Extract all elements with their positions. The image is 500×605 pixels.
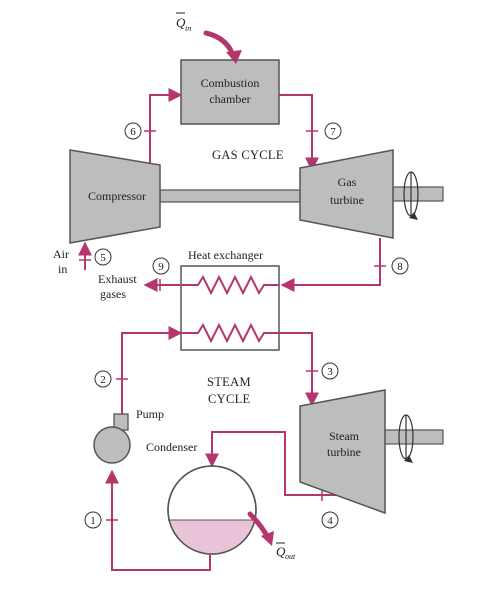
air-label-line1: Air	[53, 247, 69, 261]
heat-arrow-head	[226, 50, 242, 64]
svg-text:3: 3	[327, 366, 333, 378]
pipe-2	[121, 326, 183, 415]
steam-cycle-label-line2: CYCLE	[208, 392, 251, 406]
air-label-line2: in	[58, 262, 67, 276]
svg-text:2: 2	[100, 374, 106, 386]
steam-shaft-rotation-icon	[398, 414, 414, 463]
heat-out-arrow-head	[261, 531, 274, 546]
state-point-7: 7	[324, 122, 342, 140]
state-point-4: 4	[321, 511, 339, 529]
svg-text:9: 9	[158, 261, 164, 273]
heat-exchanger-label: Heat exchanger	[188, 248, 263, 262]
state-point-6: 6	[124, 122, 142, 140]
svg-text:7: 7	[330, 126, 336, 138]
svg-text:6: 6	[130, 126, 136, 138]
combustion-label-line2: chamber	[209, 92, 250, 106]
state-point-9: 9	[152, 257, 170, 275]
pipe-7	[279, 94, 319, 172]
pipe-8	[280, 238, 381, 292]
q-in-subscript: in	[185, 24, 191, 33]
steam-turbine	[299, 389, 386, 515]
q-in-label: Q in	[176, 12, 191, 33]
state-point-1: 1	[84, 511, 102, 529]
state-points: 6 7 5 9 8 2 3 4	[84, 122, 409, 529]
q-in-symbol: Q	[176, 15, 186, 30]
gas-turbine-label-line1: Gas	[338, 175, 357, 189]
gas-turbine	[299, 149, 394, 239]
steam-cycle-label-line1: STEAM	[207, 375, 251, 389]
compressor-label: Compressor	[88, 189, 146, 203]
shaft-rotation-icon	[403, 171, 419, 220]
svg-text:1: 1	[90, 515, 96, 527]
compressor	[69, 149, 161, 244]
pipe-3	[279, 332, 319, 407]
pump	[93, 426, 131, 464]
heat-exchanger	[180, 265, 280, 351]
resistor-coil-icon	[181, 274, 279, 296]
pipe-6	[149, 88, 183, 165]
svg-text:5: 5	[100, 252, 106, 264]
steam-turbine-label-line2: turbine	[327, 445, 361, 459]
svg-text:4: 4	[327, 515, 333, 527]
steam-turbine-label-line1: Steam	[329, 429, 360, 443]
steam-output-shaft	[384, 429, 444, 445]
exhaust-label-line1: Exhaust	[98, 272, 137, 286]
state-point-5: 5	[94, 248, 112, 266]
svg-text:8: 8	[397, 261, 403, 273]
gas-cycle-label: GAS CYCLE	[212, 148, 284, 162]
q-out-label: Q out	[276, 542, 296, 561]
pipe-4	[205, 431, 370, 496]
resistor-coil-icon-lower	[181, 322, 279, 344]
exhaust-label-line2: gases	[100, 287, 126, 301]
combustion-chamber	[180, 59, 280, 125]
combustion-label-line1: Combustion	[201, 76, 260, 90]
pump-label: Pump	[136, 407, 164, 421]
q-out-symbol: Q	[276, 544, 286, 559]
state-point-2: 2	[94, 370, 112, 388]
state-point-8: 8	[391, 257, 409, 275]
q-out-subscript: out	[285, 552, 296, 561]
condenser-label: Condenser	[146, 440, 197, 454]
state-point-ticks	[79, 130, 386, 521]
gas-shaft	[159, 189, 301, 203]
gas-turbine-label-line2: turbine	[330, 193, 364, 207]
state-point-3: 3	[321, 362, 339, 380]
